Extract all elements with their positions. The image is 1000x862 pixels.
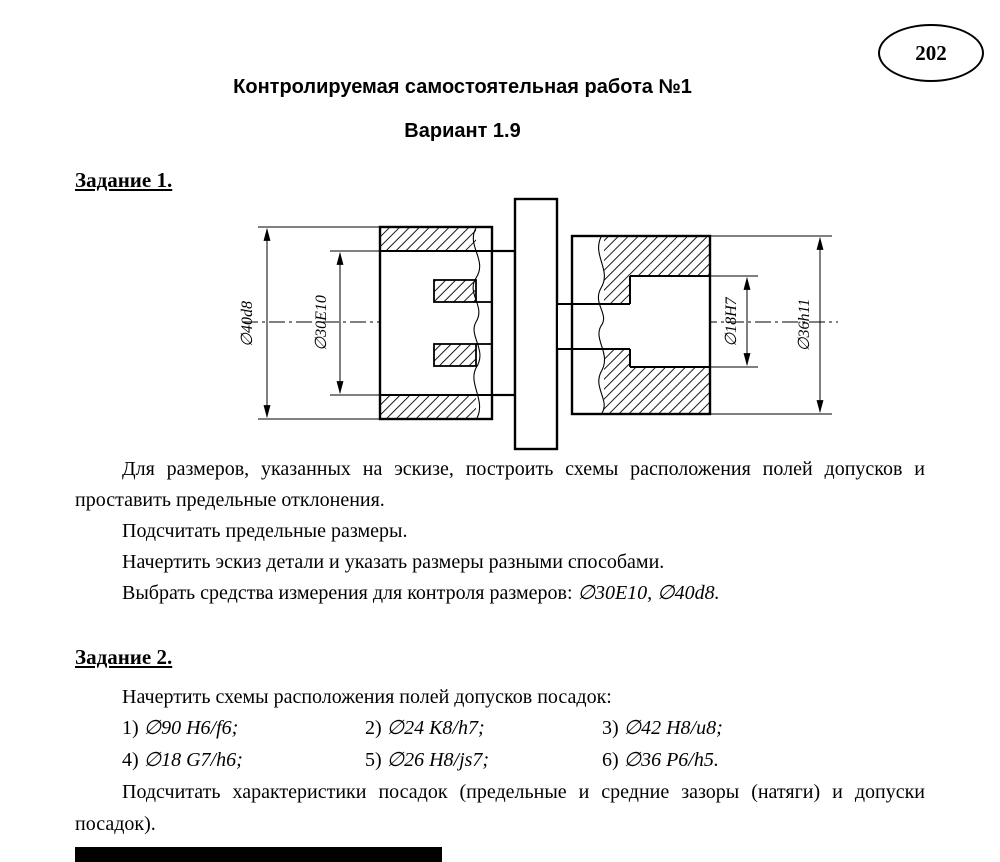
fit-designation: ∅18 G7/h6; bbox=[143, 749, 243, 771]
fit-number: 3) bbox=[602, 717, 619, 739]
fit-designation: ∅90 H6/f6; bbox=[143, 717, 239, 739]
technical-drawing: ∅40d8 ∅30E10 ∅18H7 ∅36h11 bbox=[239, 197, 838, 451]
task2-intro-wrap: Начертить схемы расположения полей допус… bbox=[75, 682, 925, 713]
task2-outro-wrap: Подсчитать характеристики посадок (преде… bbox=[75, 776, 925, 840]
fit-number: 1) bbox=[122, 717, 139, 739]
fit-designation: ∅36 P6/h5. bbox=[623, 749, 719, 771]
page-number-badge: 202 bbox=[878, 24, 984, 82]
task2-intro: Начертить схемы расположения полей допус… bbox=[122, 686, 612, 708]
fit-designation: ∅26 H8/js7; bbox=[386, 749, 490, 771]
dimension-labels: ∅40d8 ∅30E10 ∅18H7 ∅36h11 bbox=[239, 295, 813, 351]
fit-item-3: 3) ∅42 H8/u8; bbox=[602, 712, 932, 744]
fit-item-6: 6) ∅36 P6/h5. bbox=[602, 744, 932, 776]
dim-label-36h11: ∅36h11 bbox=[796, 299, 813, 352]
flange bbox=[513, 197, 559, 451]
task1-paragraph-1: Для размеров, указанных на эскизе, постр… bbox=[75, 458, 925, 511]
task1-heading: Задание 1. bbox=[75, 168, 173, 192]
dim-label-30e10: ∅30E10 bbox=[313, 295, 330, 351]
fit-item-4: 4) ∅18 G7/h6; bbox=[122, 744, 365, 776]
fit-number: 2) bbox=[365, 717, 382, 739]
task2-heading: Задание 2. bbox=[75, 645, 173, 669]
task1-paragraph-4: Выбрать средства измерения для контроля … bbox=[75, 578, 925, 609]
fit-designation: ∅24 K8/h7; bbox=[386, 717, 485, 739]
task1-paragraph-3: Начертить эскиз детали и указать размеры… bbox=[122, 551, 665, 573]
break-line-left bbox=[472, 227, 481, 419]
fit-number: 5) bbox=[365, 749, 382, 771]
dim-label-40d8: ∅40d8 bbox=[239, 301, 256, 347]
task1-paragraphs: Для размеров, указанных на эскизе, постр… bbox=[75, 454, 925, 609]
fit-item-2: 2) ∅24 K8/h7; bbox=[365, 712, 602, 744]
fit-number: 4) bbox=[122, 749, 139, 771]
shaft-neck bbox=[556, 303, 573, 350]
fit-designation: ∅42 H8/u8; bbox=[623, 717, 723, 739]
right-hub bbox=[570, 234, 712, 416]
document-title: Контролируемая самостоятельная работа №1 bbox=[233, 76, 692, 98]
task2-outro: Подсчитать характеристики посадок (преде… bbox=[75, 781, 925, 835]
dimension-lines bbox=[258, 226, 832, 420]
fit-number: 6) bbox=[602, 749, 619, 771]
cropped-bottom-bar bbox=[75, 847, 442, 862]
fits-grid: 1) ∅90 H6/f6; 2) ∅24 K8/h7; 3) ∅42 H8/u8… bbox=[122, 712, 932, 776]
page-number: 202 bbox=[915, 40, 947, 65]
fit-item-1: 1) ∅90 H6/f6; bbox=[122, 712, 365, 744]
document-variant: Вариант 1.9 bbox=[404, 120, 521, 142]
break-line-right bbox=[597, 236, 606, 414]
collar bbox=[490, 249, 517, 397]
task1-drawing: ∅40d8 ∅30E10 ∅18H7 ∅36h11 bbox=[230, 194, 850, 466]
task1-paragraph-2: Подсчитать предельные размеры. bbox=[122, 520, 408, 542]
task1-paragraph-4-sizes: ∅30E10, ∅40d8. bbox=[577, 582, 720, 604]
task1-paragraph-4-text: Выбрать средства измерения для контроля … bbox=[122, 582, 578, 604]
dim-label-18h7: ∅18H7 bbox=[723, 296, 740, 346]
fit-item-5: 5) ∅26 H8/js7; bbox=[365, 744, 602, 776]
left-hub bbox=[378, 225, 494, 421]
